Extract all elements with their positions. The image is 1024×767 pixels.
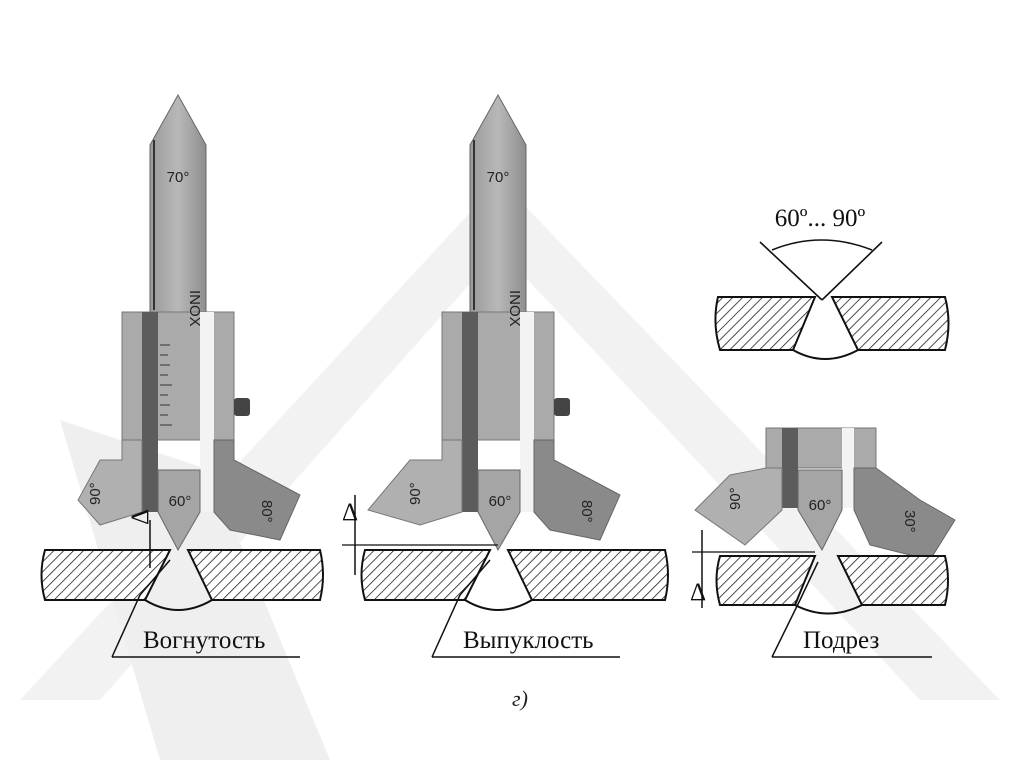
center-angle-label: 60°: [169, 493, 192, 510]
center-angle-label: 60°: [489, 493, 512, 510]
label-convexity: Выпуклость: [463, 627, 594, 654]
tip-angle-label: 70°: [167, 169, 190, 186]
delta-symbol: Δ: [690, 579, 706, 606]
label-concavity: Вогнутость: [143, 627, 265, 654]
label-undercut: Подрез: [803, 627, 879, 654]
delta-symbol: Δ: [127, 509, 154, 525]
weld-section: [342, 544, 669, 611]
panel-convexity: 70° INOX 60° 90° 80° Δ Выпуклость: [342, 93, 669, 658]
left-wing-label: 90°: [87, 482, 104, 505]
weld-section: [40, 549, 324, 611]
left-wing-label: 90°: [727, 487, 744, 510]
left-wing-label: 90°: [407, 482, 424, 505]
right-wing-label: 80°: [578, 500, 595, 523]
tip-angle-label: 70°: [487, 169, 510, 186]
weld-section: [692, 551, 949, 615]
weld-gauge: 70° INOX 60° 90° 80°: [77, 93, 301, 552]
brand-label: INOX: [186, 290, 203, 327]
brand-label: INOX: [506, 290, 523, 327]
right-wing-label: 30°: [901, 510, 918, 533]
weld-gauge: 70° INOX 60° 90° 80°: [367, 93, 621, 552]
groove-angle-label: 60º... 90º: [775, 205, 866, 232]
groove-angle-diagram: 60º... 90º: [714, 205, 950, 360]
weld-gauge: 60° 90° 30°: [694, 427, 956, 561]
figure-caption: г): [512, 686, 528, 711]
right-wing-label: 80°: [258, 500, 275, 523]
delta-symbol: Δ: [342, 499, 358, 526]
panel-concavity: 70° INOX 60° 90° 80° Δ Вогнутость: [40, 93, 324, 658]
center-angle-label: 60°: [809, 497, 832, 514]
panel-undercut: 60° 90° 30° Δ Подрез: [690, 427, 956, 658]
